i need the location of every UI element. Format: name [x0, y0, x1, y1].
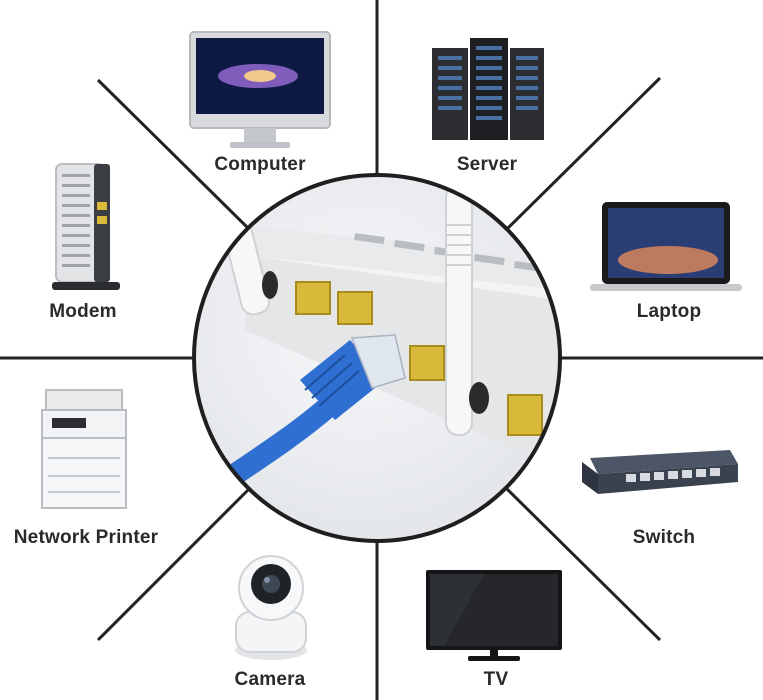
- security-camera-icon: [235, 555, 307, 660]
- printer-icon: [41, 389, 127, 509]
- router-illustration: [194, 175, 560, 541]
- device-label-switch: Switch: [632, 527, 696, 548]
- connector-line-top-right: [504, 76, 662, 232]
- device-label-camera: Camera: [234, 669, 306, 690]
- device-label-server: Server: [456, 154, 518, 175]
- device-label-computer: Computer: [214, 154, 306, 175]
- modem-icon: [52, 163, 120, 290]
- device-label-laptop: Laptop: [636, 301, 702, 322]
- connector-line-bottom-left: [96, 486, 252, 642]
- connector-line-bottom-right: [504, 486, 662, 642]
- server-rack-icon: [432, 38, 544, 140]
- desktop-computer-icon: [189, 31, 331, 148]
- network-switch-icon: [582, 450, 738, 494]
- device-label-tv: TV: [483, 669, 509, 690]
- connector-line-top-left: [96, 78, 252, 232]
- device-label-modem: Modem: [49, 301, 117, 322]
- laptop-icon: [590, 202, 742, 291]
- device-label-network-printer: Network Printer: [13, 527, 159, 548]
- tv-icon: [426, 570, 562, 661]
